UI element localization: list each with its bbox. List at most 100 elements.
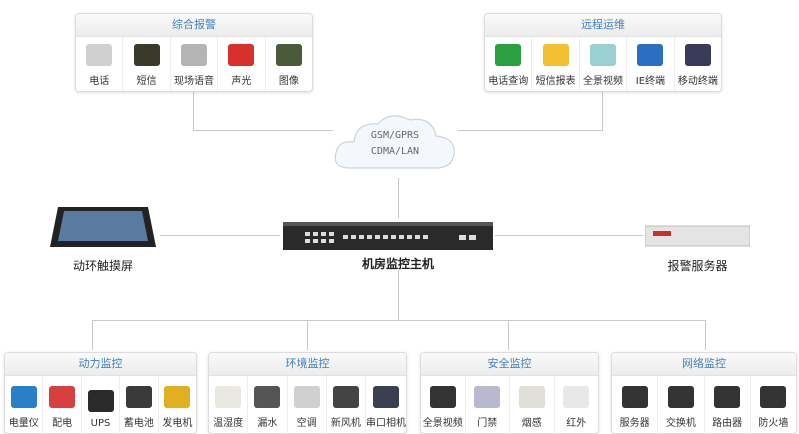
fan-icon	[332, 386, 359, 408]
connector	[92, 320, 93, 350]
device-item: 全景视频	[580, 37, 628, 91]
device-label: 交换机	[665, 418, 696, 429]
battery-icon	[125, 386, 152, 408]
device-item: 路由器	[705, 376, 751, 433]
device-item: 红外	[555, 376, 599, 433]
device-item: 全景视频	[421, 376, 466, 433]
router-icon	[714, 386, 741, 408]
device-label: 短信报表	[535, 76, 576, 87]
connector	[398, 178, 399, 218]
thermometer-icon	[215, 386, 242, 408]
device-item: 短信报表	[532, 37, 580, 91]
tablet-icon	[684, 44, 711, 66]
connector	[398, 270, 399, 320]
device-label: 现场语音	[174, 76, 215, 87]
device-item: 图像	[266, 37, 312, 91]
device-label: 移动终端	[677, 76, 718, 87]
device-label: 图像	[278, 76, 299, 87]
device-item: 电量仪	[5, 376, 44, 433]
device-label: 漏水	[257, 418, 278, 429]
device-item: 防火墙	[751, 376, 796, 433]
switch-icon	[667, 386, 694, 408]
phone-icon	[86, 44, 113, 66]
device-item: 蓄电池	[120, 376, 159, 433]
connector	[495, 235, 643, 236]
network-line-1: GSM/GPRS	[370, 130, 420, 141]
smoke-detector-icon	[518, 386, 545, 408]
group-security-monitoring: 安全监控 全景视频 门禁 烟感红外	[420, 352, 599, 434]
speaker-icon	[181, 44, 208, 66]
connector	[458, 130, 603, 131]
device-label: 全景视频	[422, 418, 463, 429]
device-item: 烟感	[510, 376, 555, 433]
alarm-server-icon	[645, 225, 750, 247]
device-label: 发电机	[162, 418, 193, 429]
group-title: 远程运维	[485, 14, 721, 37]
device-item: 声光	[218, 37, 266, 91]
host-label: 机房监控主机	[361, 257, 434, 271]
touchscreen-label: 动环触摸屏	[72, 259, 133, 273]
group-title: 综合报警	[76, 14, 312, 37]
device-label: 配电	[52, 418, 73, 429]
device-label: 温湿度	[213, 418, 244, 429]
device-item: IE终端	[627, 37, 675, 91]
infrared-icon	[563, 386, 590, 408]
phone-call-icon	[495, 44, 522, 66]
device-item: 新风机	[327, 376, 366, 433]
water-leak-icon	[254, 386, 281, 408]
device-item: 电话	[76, 37, 124, 91]
connector	[307, 320, 308, 350]
laptop-icon	[637, 44, 664, 66]
device-item: 空调	[288, 376, 327, 433]
connector	[508, 320, 509, 350]
device-item: 短信	[123, 37, 171, 91]
device-label: 门禁	[477, 418, 498, 429]
access-control-icon	[474, 386, 501, 408]
device-label: UPS	[90, 418, 111, 429]
device-label: 电话	[89, 76, 110, 87]
ups-icon	[87, 390, 114, 412]
touchscreen-icon	[50, 207, 156, 247]
device-item: 配电	[43, 376, 82, 433]
monitor-wall-icon	[275, 44, 302, 66]
device-label: 红外	[566, 418, 587, 429]
device-item: 漏水	[248, 376, 288, 433]
connector	[193, 130, 333, 131]
breaker-icon	[49, 386, 76, 408]
connector	[705, 320, 706, 350]
group-title: 网络监控	[612, 353, 796, 376]
device-label: 电话查询	[488, 76, 529, 87]
generator-icon	[164, 386, 191, 408]
dome-camera-icon	[590, 44, 617, 66]
envelope-icon	[542, 44, 569, 66]
group-title: 安全监控	[421, 353, 598, 376]
device-label: 防火墙	[758, 418, 789, 429]
group-integrated-alarm: 综合报警 电话 短信 现场语音 声光 图像	[75, 13, 313, 92]
device-label: 声光	[231, 76, 252, 87]
mobile-phone-icon	[133, 44, 160, 66]
device-item: 现场语音	[171, 37, 219, 91]
air-conditioner-icon	[293, 386, 320, 408]
device-item: 移动终端	[675, 37, 721, 91]
device-item: 发电机	[159, 376, 196, 433]
group-power-monitoring: 动力监控 电量仪 配电 UPS 蓄电池发电机	[4, 352, 197, 434]
network-line-2: CDMA/LAN	[370, 146, 420, 157]
device-label: 短信	[136, 76, 157, 87]
device-label: 路由器	[712, 418, 743, 429]
device-label: 电量仪	[8, 418, 39, 429]
device-item: 温湿度	[209, 376, 249, 433]
dome-camera-icon	[429, 386, 456, 408]
device-item: 服务器	[612, 376, 659, 433]
camera-icon	[373, 386, 399, 408]
power-meter-icon	[10, 386, 37, 408]
monitoring-host-icon	[283, 222, 493, 250]
group-title: 动力监控	[5, 353, 196, 376]
device-label: 蓄电池	[123, 418, 154, 429]
device-item: 门禁	[466, 376, 510, 433]
group-environment-monitoring: 环境监控 温湿度 漏水空调新风机串口相机	[208, 352, 407, 434]
device-label: 串口相机	[366, 418, 406, 429]
group-title: 环境监控	[209, 353, 406, 376]
device-item: 串口相机	[366, 376, 406, 433]
group-network-monitoring: 网络监控 服务器交换机 路由器 防火墙	[611, 352, 797, 434]
